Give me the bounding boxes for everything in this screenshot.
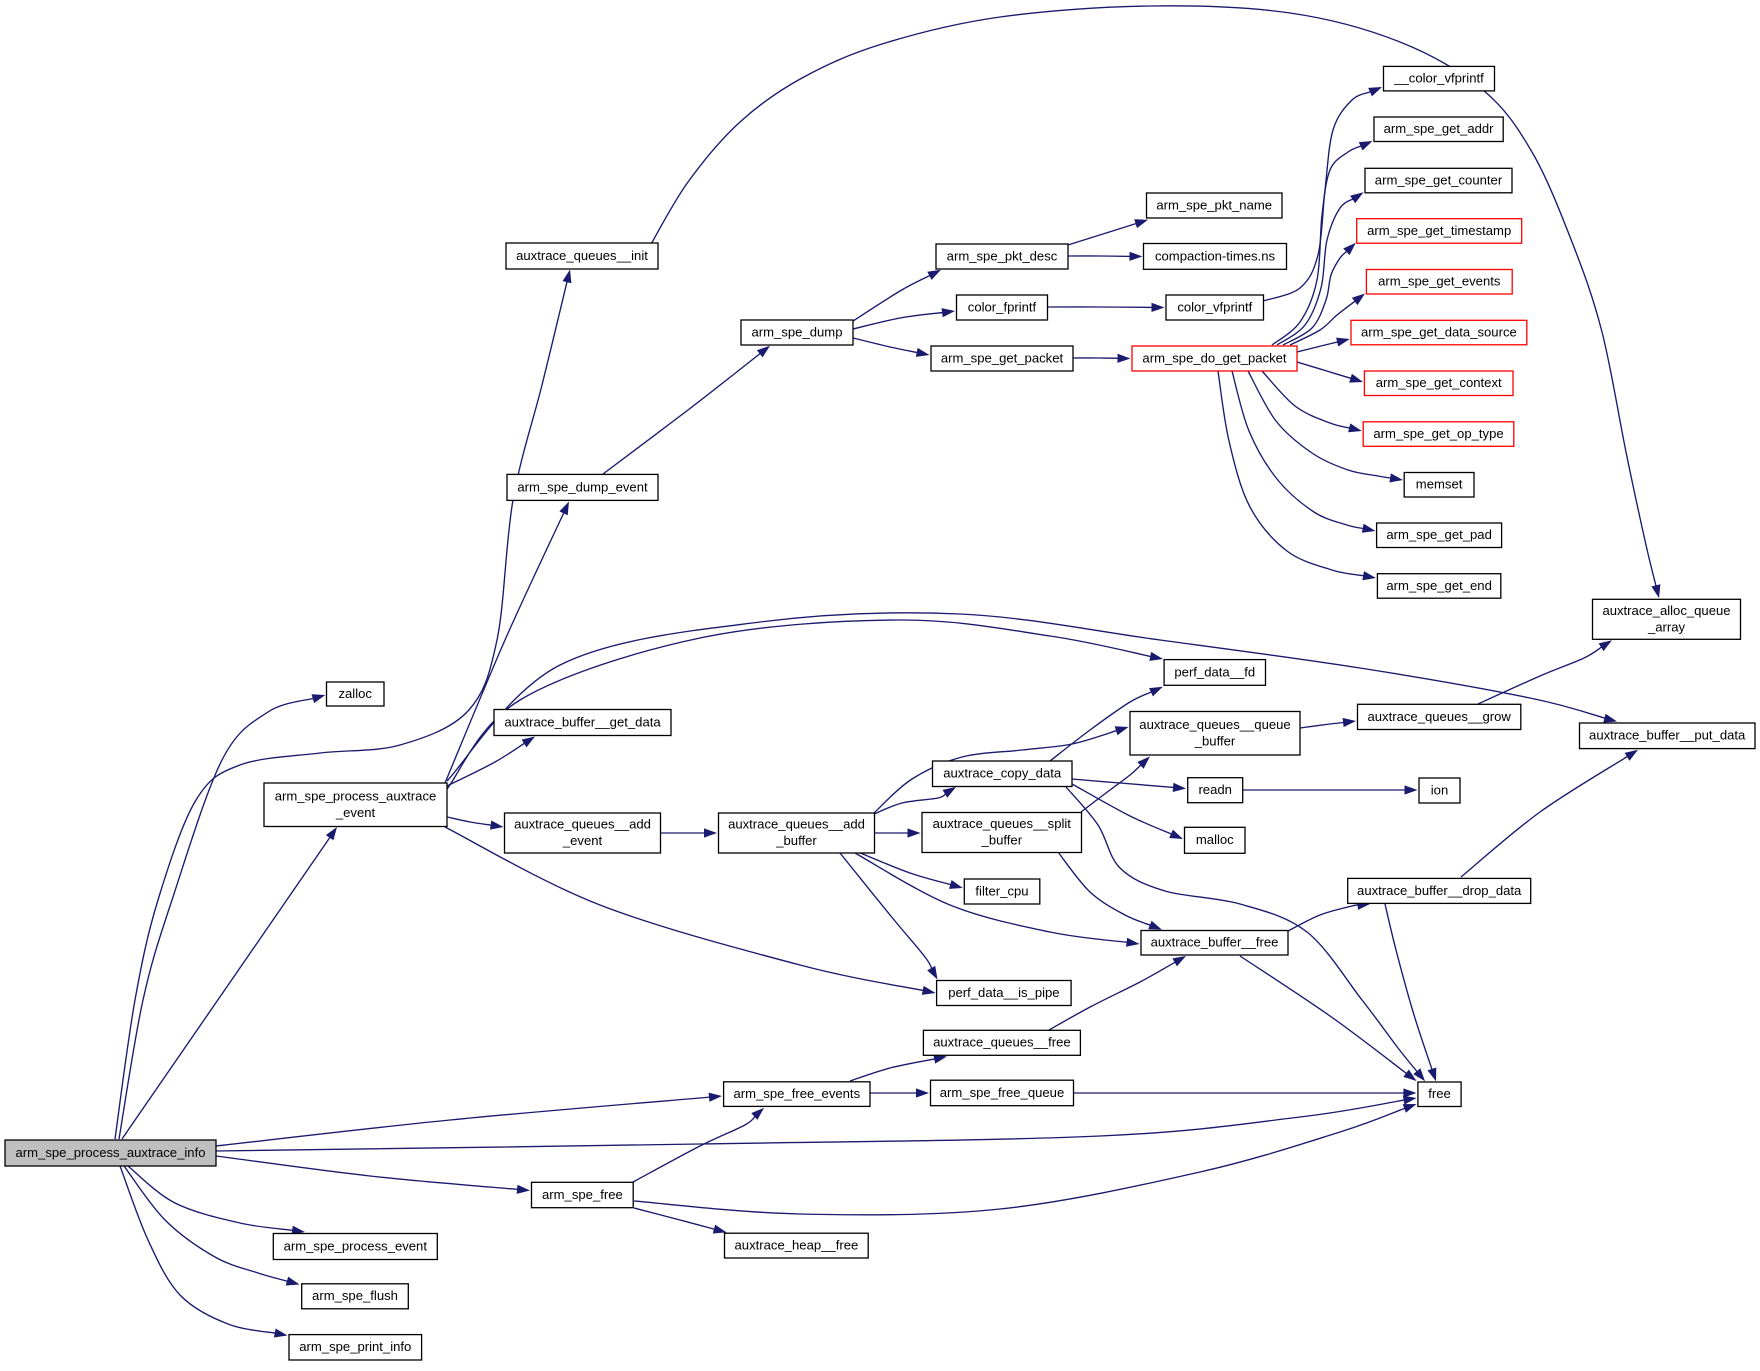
svg-text:arm_spe_free_queue: arm_spe_free_queue: [940, 1085, 1064, 1100]
svg-text:arm_spe_do_get_packet: arm_spe_do_get_packet: [1142, 350, 1286, 365]
svg-text:compaction-times.ns: compaction-times.ns: [1155, 248, 1276, 263]
svg-text:ion: ion: [1431, 782, 1448, 797]
svg-text:arm_spe_get_data_source: arm_spe_get_data_source: [1361, 324, 1517, 339]
svg-text:arm_spe_get_packet: arm_spe_get_packet: [941, 350, 1064, 365]
svg-text:color_fprintf: color_fprintf: [968, 299, 1037, 314]
svg-text:arm_spe_get_context: arm_spe_get_context: [1376, 375, 1502, 390]
svg-text:auxtrace_buffer__get_data: auxtrace_buffer__get_data: [504, 714, 661, 729]
svg-text:perf_data__is_pipe: perf_data__is_pipe: [948, 985, 1059, 1000]
svg-text:readn: readn: [1198, 782, 1232, 797]
svg-text:free: free: [1428, 1086, 1451, 1101]
svg-text:arm_spe_get_events: arm_spe_get_events: [1378, 274, 1501, 289]
svg-text:arm_spe_get_end: arm_spe_get_end: [1386, 578, 1492, 593]
svg-text:color_vfprintf: color_vfprintf: [1177, 299, 1252, 314]
svg-text:arm_spe_print_info: arm_spe_print_info: [299, 1339, 411, 1354]
svg-text:auxtrace_queues__init: auxtrace_queues__init: [516, 248, 648, 263]
svg-text:arm_spe_dump_event: arm_spe_dump_event: [517, 479, 648, 494]
svg-text:arm_spe_dump: arm_spe_dump: [752, 324, 843, 339]
svg-text:_array: _array: [1647, 620, 1686, 635]
svg-text:auxtrace_heap__free: auxtrace_heap__free: [735, 1238, 859, 1253]
svg-text:auxtrace_queues__free: auxtrace_queues__free: [933, 1035, 1071, 1050]
svg-text:__color_vfprintf: __color_vfprintf: [1393, 71, 1484, 86]
svg-text:arm_spe_get_op_type: arm_spe_get_op_type: [1373, 426, 1503, 441]
svg-text:perf_data__fd: perf_data__fd: [1174, 664, 1255, 679]
svg-text:arm_spe_get_timestamp: arm_spe_get_timestamp: [1367, 223, 1511, 238]
svg-text:arm_spe_pkt_desc: arm_spe_pkt_desc: [947, 248, 1058, 263]
svg-text:auxtrace_queues__queue: auxtrace_queues__queue: [1139, 717, 1290, 732]
svg-text:auxtrace_buffer__free: auxtrace_buffer__free: [1151, 935, 1279, 950]
svg-text:arm_spe_pkt_name: arm_spe_pkt_name: [1156, 197, 1272, 212]
svg-text:arm_spe_flush: arm_spe_flush: [312, 1288, 398, 1303]
svg-text:arm_spe_free_events: arm_spe_free_events: [733, 1086, 860, 1101]
svg-text:_buffer: _buffer: [981, 833, 1023, 848]
svg-text:auxtrace_buffer__drop_data: auxtrace_buffer__drop_data: [1357, 883, 1522, 898]
svg-text:arm_spe_get_pad: arm_spe_get_pad: [1386, 527, 1492, 542]
svg-text:zalloc: zalloc: [338, 686, 372, 701]
svg-text:memset: memset: [1416, 477, 1463, 492]
svg-text:auxtrace_copy_data: auxtrace_copy_data: [943, 766, 1062, 781]
svg-text:auxtrace_buffer__put_data: auxtrace_buffer__put_data: [1589, 728, 1746, 743]
svg-text:auxtrace_alloc_queue: auxtrace_alloc_queue: [1602, 603, 1730, 618]
svg-text:auxtrace_queues__add: auxtrace_queues__add: [728, 817, 865, 832]
svg-text:arm_spe_process_auxtrace: arm_spe_process_auxtrace: [275, 788, 437, 803]
svg-text:_event: _event: [562, 833, 603, 848]
svg-text:arm_spe_get_counter: arm_spe_get_counter: [1375, 173, 1503, 188]
svg-text:arm_spe_process_auxtrace_info: arm_spe_process_auxtrace_info: [16, 1145, 206, 1160]
svg-text:_buffer: _buffer: [1194, 734, 1236, 749]
svg-text:_event: _event: [335, 805, 376, 820]
svg-text:auxtrace_queues__add: auxtrace_queues__add: [514, 817, 651, 832]
svg-text:arm_spe_free: arm_spe_free: [542, 1187, 623, 1202]
svg-text:auxtrace_queues__grow: auxtrace_queues__grow: [1367, 709, 1511, 724]
svg-text:filter_cpu: filter_cpu: [975, 883, 1028, 898]
svg-text:_buffer: _buffer: [775, 833, 817, 848]
svg-text:auxtrace_queues__split: auxtrace_queues__split: [933, 816, 1072, 831]
svg-text:arm_spe_process_event: arm_spe_process_event: [284, 1238, 428, 1253]
svg-text:arm_spe_get_addr: arm_spe_get_addr: [1384, 121, 1495, 136]
svg-text:malloc: malloc: [1196, 832, 1234, 847]
